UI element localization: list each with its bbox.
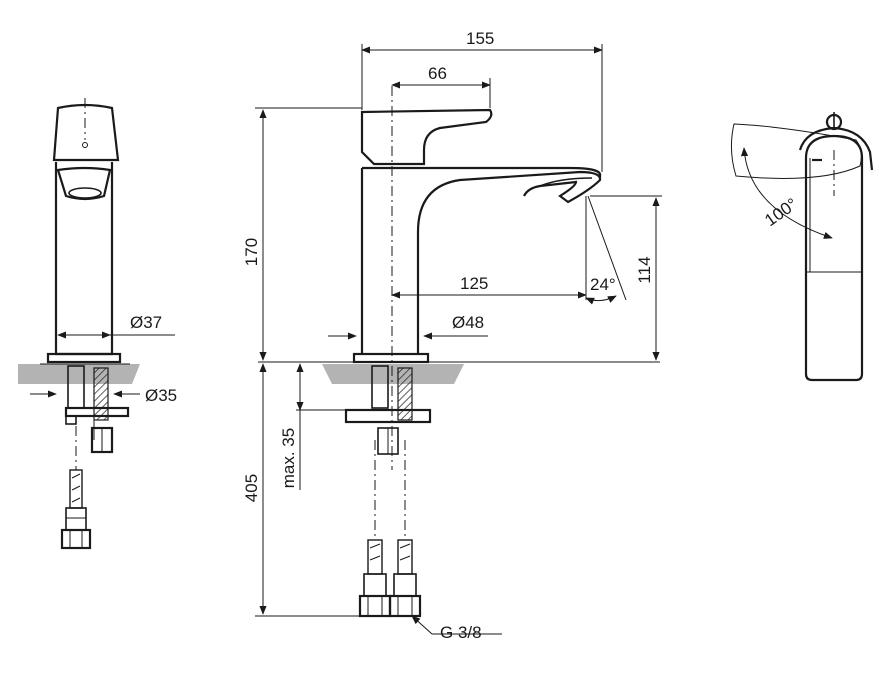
dim-125: 125 [460, 274, 488, 293]
front-view: 155 66 170 405 max. 35 114 125 24° Ø48 [242, 29, 662, 642]
dim-rotation: 100° [761, 194, 801, 230]
hose-left [358, 539, 392, 618]
dim-max-35: max. 35 [279, 428, 298, 488]
dim-155: 155 [466, 29, 494, 48]
hose-right [388, 539, 422, 618]
dim-diameter-35: Ø35 [145, 386, 177, 405]
dim-thread: G 3/8 [440, 623, 482, 642]
dim-diameter-37: Ø37 [130, 313, 162, 332]
dim-66: 66 [428, 64, 447, 83]
dim-405: 405 [242, 474, 261, 502]
dim-170: 170 [242, 238, 261, 266]
deck-middle [322, 364, 464, 384]
rotation-view: 100° [730, 112, 874, 382]
deck-left [18, 364, 140, 384]
side-view: Ø37 Ø35 [18, 98, 177, 550]
dim-diameter-48: Ø48 [452, 313, 484, 332]
dim-24-deg: 24° [590, 275, 616, 294]
dim-114: 114 [635, 256, 654, 283]
